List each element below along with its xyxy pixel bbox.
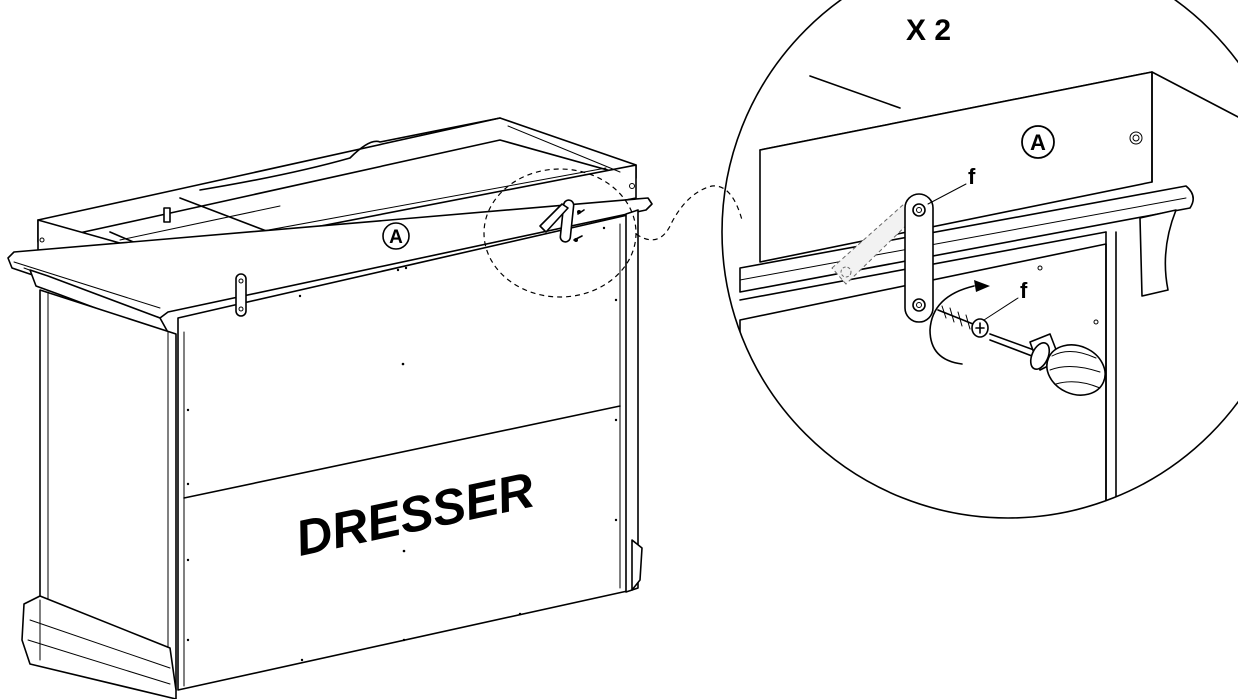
- detail-callout: [483, 168, 743, 298]
- bracket-right: [539, 199, 585, 243]
- bracket-left: [235, 273, 247, 317]
- screw-icon: [937, 305, 989, 338]
- screwdriver-icon: [989, 333, 1106, 396]
- screw-label-f: f: [1020, 278, 1028, 303]
- bracket-label-f: f: [968, 164, 976, 189]
- zoom-detail: A f f X 2: [721, 0, 1238, 519]
- part-label-a-main: A: [382, 222, 410, 250]
- back-panel: [177, 213, 633, 691]
- side-panel: [21, 209, 643, 699]
- dresser: A DRESSER: [7, 117, 653, 699]
- bracket-f: [904, 193, 934, 323]
- part-label-a-zoom: A: [1021, 125, 1055, 159]
- part-label-a-zoom-text: A: [1030, 130, 1046, 155]
- top-rail: [7, 197, 653, 337]
- quantity-multiplier: X 2: [906, 14, 951, 47]
- rotation-arrow-icon: [929, 280, 990, 365]
- part-label-a-main-text: A: [389, 227, 403, 248]
